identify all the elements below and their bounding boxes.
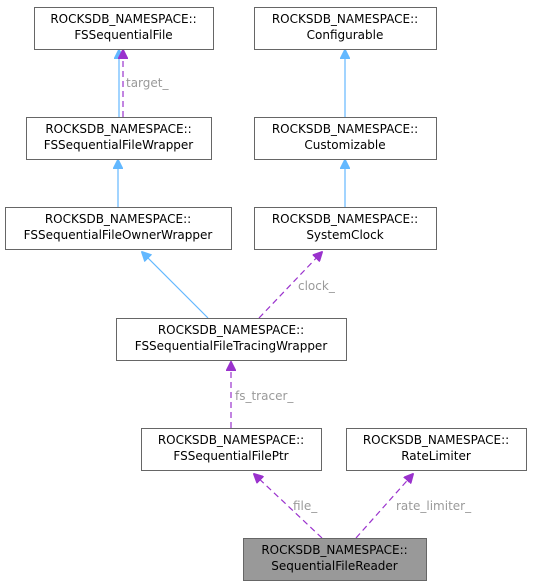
class-node-fs-sequential-file-ptr[interactable]: ROCKSDB_NAMESPACE::FSSequentialFilePtr — [141, 428, 322, 471]
class-namespace: ROCKSDB_NAMESPACE:: — [50, 12, 196, 26]
edge-labels-layer: target_ clock_ fs_tracer_ file_ rate_limiter… — [126, 76, 472, 513]
class-name: RateLimiter — [401, 449, 471, 463]
class-node-sequential-file-reader[interactable]: ROCKSDB_NAMESPACE::SequentialFileReader — [243, 538, 427, 581]
edge-reader-to-ptr — [254, 474, 323, 539]
class-box — [346, 428, 527, 471]
class-name: SequentialFileReader — [271, 559, 398, 573]
edge-label-tracing-to-system-clock: clock_ — [298, 279, 336, 293]
edge-tracing-to-owner-wrapper — [142, 252, 209, 319]
nodes-layer: ROCKSDB_NAMESPACE::FSSequentialFileROCKS… — [5, 7, 527, 581]
class-name: FSSequentialFileTracingWrapper — [135, 339, 328, 353]
class-node-customizable[interactable]: ROCKSDB_NAMESPACE::Customizable — [254, 117, 437, 160]
class-node-system-clock[interactable]: ROCKSDB_NAMESPACE::SystemClock — [254, 207, 437, 250]
edges-layer — [118, 50, 413, 539]
edge-label-reader-to-ptr: file_ — [293, 499, 318, 513]
class-node-rate-limiter[interactable]: ROCKSDB_NAMESPACE::RateLimiter — [346, 428, 527, 471]
class-name: FSSequentialFilePtr — [173, 449, 288, 463]
class-name: Customizable — [304, 138, 385, 152]
class-box — [254, 117, 437, 160]
class-box — [141, 428, 322, 471]
class-box — [243, 538, 427, 581]
edge-reader-to-rate-limiter — [355, 474, 413, 539]
class-name: FSSequentialFileWrapper — [44, 138, 194, 152]
class-node-fs-sequential-file-tracing-wrapper[interactable]: ROCKSDB_NAMESPACE::FSSequentialFileTraci… — [116, 318, 347, 361]
class-box — [116, 318, 347, 361]
class-box — [5, 207, 232, 250]
class-box — [26, 117, 212, 160]
class-name: SystemClock — [306, 228, 383, 242]
class-namespace: ROCKSDB_NAMESPACE:: — [363, 433, 509, 447]
edge-label-ptr-to-tracing: fs_tracer_ — [235, 389, 294, 403]
class-box — [254, 7, 437, 50]
class-namespace: ROCKSDB_NAMESPACE:: — [272, 122, 418, 136]
class-node-fs-sequential-file[interactable]: ROCKSDB_NAMESPACE::FSSequentialFile — [34, 7, 214, 50]
edge-label-reader-to-rate-limiter: rate_limiter_ — [396, 499, 472, 513]
class-box — [34, 7, 214, 50]
class-namespace: ROCKSDB_NAMESPACE:: — [158, 323, 304, 337]
class-namespace: ROCKSDB_NAMESPACE:: — [261, 543, 407, 557]
class-namespace: ROCKSDB_NAMESPACE:: — [272, 212, 418, 226]
class-name: FSSequentialFileOwnerWrapper — [24, 228, 213, 242]
class-namespace: ROCKSDB_NAMESPACE:: — [45, 212, 191, 226]
edge-tracing-to-system-clock — [258, 252, 322, 319]
class-node-fs-sequential-file-owner-wrapper[interactable]: ROCKSDB_NAMESPACE::FSSequentialFileOwner… — [5, 207, 232, 250]
class-name: Configurable — [307, 28, 384, 42]
class-namespace: ROCKSDB_NAMESPACE:: — [45, 122, 191, 136]
class-namespace: ROCKSDB_NAMESPACE:: — [272, 12, 418, 26]
class-namespace: ROCKSDB_NAMESPACE:: — [158, 433, 304, 447]
class-box — [254, 207, 437, 250]
class-node-fs-sequential-file-wrapper[interactable]: ROCKSDB_NAMESPACE::FSSequentialFileWrapp… — [26, 117, 212, 160]
class-name: FSSequentialFile — [74, 28, 172, 42]
edge-label-wrapper-to-file-target: target_ — [126, 76, 169, 90]
class-node-configurable[interactable]: ROCKSDB_NAMESPACE::Configurable — [254, 7, 437, 50]
